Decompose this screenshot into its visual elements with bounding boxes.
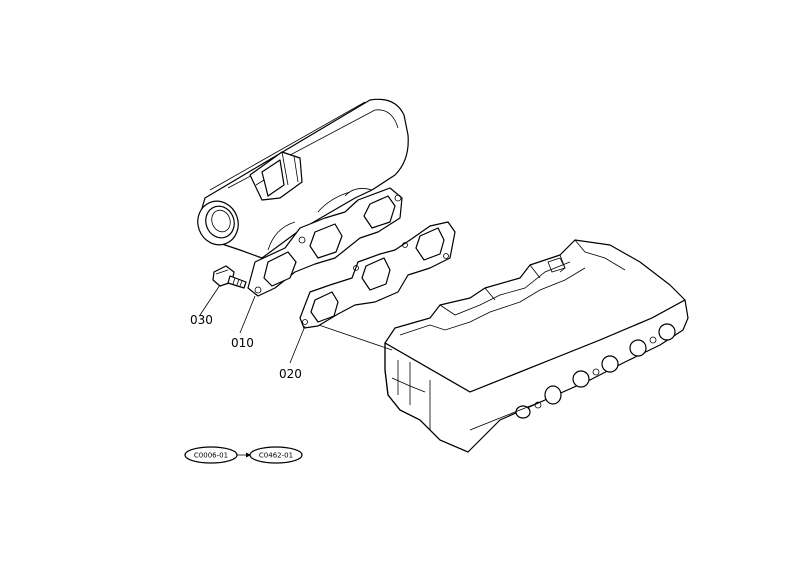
bolt-030[interactable] [212,265,247,289]
head-port-3 [572,370,590,388]
head-port-2 [544,385,562,405]
part-label-030: 030 [190,313,213,327]
gasket-port-2 [361,257,391,291]
serial-range: C0006-01 C0462-01 [184,446,303,464]
cylinder-head[interactable] [384,239,689,453]
head-port-5 [629,339,647,357]
head-port-4 [601,355,619,373]
gasket-port-1 [310,291,339,323]
manifold-port-3 [363,195,396,229]
leader-020 [289,325,306,364]
part-label-020: 020 [279,367,302,381]
serial-from-text: C0006-01 [194,452,228,460]
gasket-port-3 [415,227,445,261]
part-label-010: 010 [231,336,254,350]
manifold-port-1 [263,251,297,287]
arrow-right-icon [246,452,251,458]
manifold-port-2 [309,223,343,259]
head-port-1 [515,405,531,419]
leader-030 [199,284,221,316]
gasket-020[interactable] [299,221,456,329]
serial-to-text: C0462-01 [259,452,293,460]
leader-010 [239,295,256,334]
exhaust-manifold[interactable] [192,98,409,297]
serial-to-badge [249,446,303,464]
head-port-6 [658,323,676,341]
alignment-line [309,321,393,351]
